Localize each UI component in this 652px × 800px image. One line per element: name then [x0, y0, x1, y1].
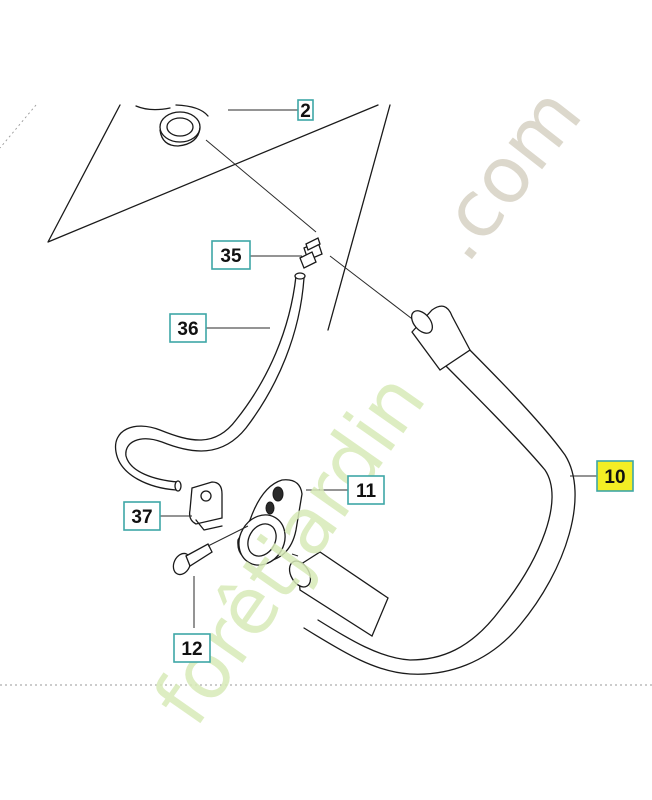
callout-36-label: 36 [177, 319, 198, 340]
callout-11[interactable]: 11 [347, 475, 385, 505]
callout-35[interactable]: 35 [211, 240, 251, 270]
watermark-text-grey: .com [411, 71, 600, 277]
handle-bar-part-10 [288, 305, 576, 675]
callout-37-label: 37 [131, 507, 152, 528]
watermark: forêtjardin [137, 358, 443, 741]
screw-part-12 [172, 525, 249, 576]
clip-part-37 [188, 481, 223, 531]
watermark-text-green: forêtjardin [137, 358, 443, 741]
fitting-part-35 [299, 237, 323, 269]
callout-36[interactable]: 36 [169, 313, 207, 343]
hose-part-36 [114, 272, 306, 492]
callout-12-label: 12 [181, 639, 202, 660]
callout-11-label: 11 [356, 481, 377, 502]
callout-10-label: 10 [604, 467, 625, 488]
callout-2[interactable]: 2 [297, 99, 314, 122]
callout-37[interactable]: 37 [123, 501, 161, 531]
reference-lines [47, 104, 425, 331]
callout-leaders [160, 109, 597, 628]
callout-10[interactable]: 10 [596, 460, 634, 492]
diagram-frame [0, 104, 652, 686]
callout-2-label: 2 [300, 101, 311, 122]
bracket-part-11 [237, 479, 303, 566]
callout-35-label: 35 [220, 246, 242, 267]
watermark-suffix: .com [411, 71, 600, 277]
clamp-part-2 [135, 104, 209, 147]
callout-12[interactable]: 12 [173, 633, 211, 663]
